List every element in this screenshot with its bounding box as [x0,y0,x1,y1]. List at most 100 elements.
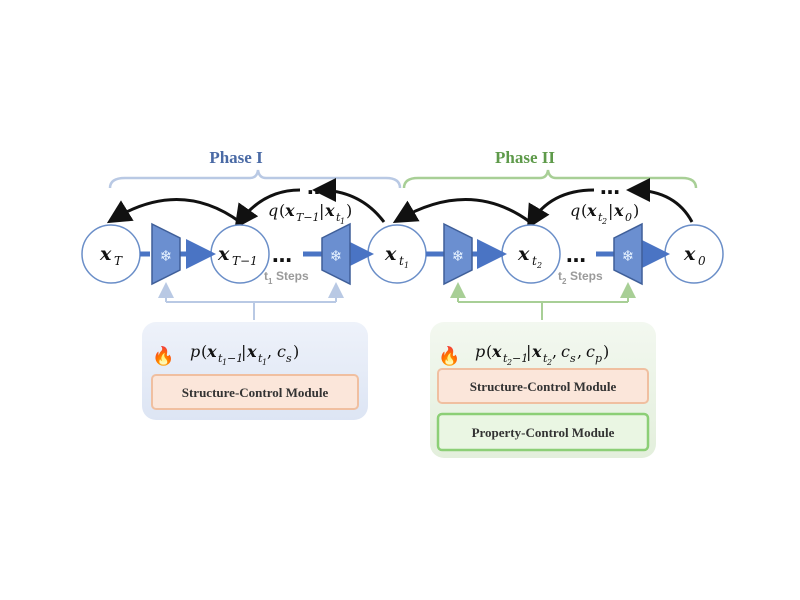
fire-icon: 🔥 [438,345,460,367]
steps-label-phase1: t 1 Steps [264,269,309,286]
reverse-dots-phase1: … [272,243,292,267]
svg-text:2: 2 [562,277,567,286]
svg-text:2: 2 [536,261,542,270]
svg-text:1: 1 [262,358,267,367]
svg-text:|: | [319,201,324,220]
svg-text:,: , [552,342,557,361]
forward-q-phase2: q ( x t 2 | x 0 ) [570,201,639,226]
svg-text:c: c [586,342,595,361]
node-xt1: x t 1 [367,224,427,284]
svg-text:x: x [613,201,624,220]
svg-text:x: x [246,342,257,361]
forward-q-phase1: q ( x T−1 | x t 1 ) [268,201,352,226]
svg-text:t: t [336,211,341,224]
forward-arrow-x0-to-dots [626,178,694,223]
frozen-module-4: ❄ [613,222,643,286]
svg-text:0: 0 [698,254,706,268]
structure-control-module-2 [437,368,649,404]
node-xt2: x t 2 [501,224,561,284]
reverse-p-phase1: p ( x t 1 −1 | x t 1 , c s ) [190,342,299,367]
forward-arrow-xt1-to-dots [312,178,386,223]
node-x0: x 0 [664,224,724,284]
svg-text:c: c [277,342,286,361]
svg-text:(: ( [201,342,207,361]
forward-arrow-xt2-to-xt1 [392,198,531,224]
svg-text:x: x [384,243,397,265]
snowflake-icon: ❄ [622,247,635,265]
svg-text:x: x [284,201,295,220]
svg-text:): ) [603,342,609,361]
svg-text:|: | [241,342,246,361]
svg-text:s: s [286,352,292,365]
svg-text:t: t [543,352,548,365]
svg-text:(: ( [581,201,587,220]
svg-text:x: x [324,201,335,220]
svg-text:x: x [517,243,530,265]
frozen-module-2: ❄ [321,222,351,286]
frozen-module-1: ❄ [151,222,181,286]
svg-text:1: 1 [340,217,345,226]
svg-text:t: t [264,269,268,283]
svg-text:t: t [558,269,562,283]
svg-text:t: t [399,254,404,268]
svg-text:q: q [268,201,278,220]
svg-text:s: s [570,352,576,365]
forward-dots-phase2: … [600,175,620,199]
connector-phase2 [457,292,629,320]
panel-phase2: 🔥 p ( x t 2 −1 | x t 2 , c s , c p ) Str… [430,322,656,458]
panel-phase1: 🔥 p ( x t 1 −1 | x t 1 , c s ) Structure… [142,322,368,420]
steps-label-phase2: t 2 Steps [558,269,603,286]
svg-text:t: t [258,352,263,365]
svg-text:2: 2 [506,358,512,367]
svg-text:2: 2 [601,217,607,226]
svg-text:t: t [598,211,603,224]
forward-arrow-dots-to-xt2 [526,188,595,230]
phase1-title: Phase I [209,148,263,167]
svg-text:): ) [346,201,352,220]
svg-text:1: 1 [404,261,409,270]
svg-text:T: T [114,254,123,268]
node-xT-1: x T−1 [210,224,270,284]
structure-control-label-1: Structure-Control Module [182,385,329,400]
svg-text:(: ( [486,342,492,361]
svg-text:): ) [633,201,639,220]
svg-text:T−1: T−1 [232,254,258,268]
svg-text:,: , [577,342,582,361]
forward-arrow-xT1-to-xT [106,198,241,224]
svg-text:q: q [570,201,580,220]
frozen-module-3: ❄ [443,222,473,286]
forward-dots-phase1: … [307,175,327,199]
svg-text:x: x [217,243,230,265]
svg-text:0: 0 [625,211,632,224]
svg-text:p: p [475,342,485,361]
snowflake-icon: ❄ [160,247,173,265]
node-xT: x T [81,224,141,284]
svg-text:x: x [531,342,542,361]
reverse-p-phase2: p ( x t 2 −1 | x t 2 , c s , c p ) [475,342,609,367]
property-control-module [436,412,650,452]
svg-text:t: t [532,254,537,268]
snowflake-icon: ❄ [452,247,465,265]
svg-text:x: x [99,243,112,265]
svg-text:|: | [608,201,613,220]
reverse-dots-phase2: … [566,243,586,267]
svg-text:p: p [190,342,200,361]
svg-text:Steps: Steps [570,269,603,283]
phase1-bracket [108,169,402,189]
phase2-title: Phase II [495,148,555,167]
structure-control-module-1 [151,374,359,410]
svg-text:,: , [267,342,272,361]
svg-text:t: t [218,352,223,365]
svg-text:p: p [595,352,602,365]
svg-text:(: ( [279,201,285,220]
svg-text:1: 1 [222,358,227,367]
snowflake-icon: ❄ [330,247,343,265]
phase2-bracket [402,169,698,189]
svg-text:x: x [683,243,696,265]
svg-text:x: x [586,201,597,220]
svg-text:−1: −1 [512,352,528,365]
svg-text:x: x [206,342,217,361]
property-control-label: Property-Control Module [472,425,615,440]
